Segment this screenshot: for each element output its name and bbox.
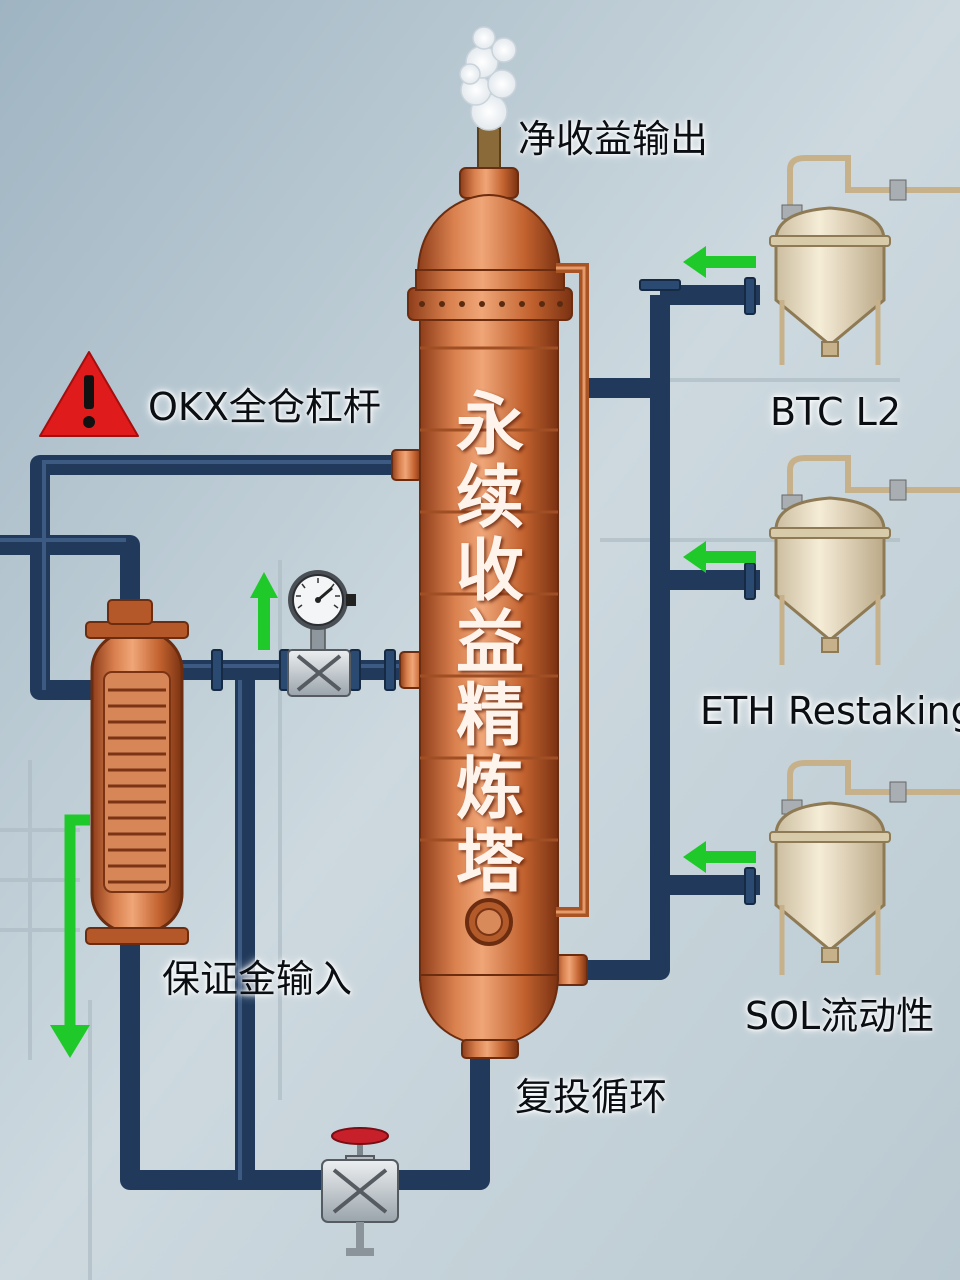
heat-exchanger bbox=[85, 599, 189, 945]
gate-valve-icon bbox=[287, 649, 351, 697]
reinvest-label: 复投循环 bbox=[515, 1075, 668, 1119]
tower-title-char: 炼 bbox=[455, 749, 524, 829]
tank-btc-l2 bbox=[769, 155, 960, 365]
valve-wheel-icon bbox=[321, 1127, 399, 1256]
tower-title-char: 精 bbox=[455, 677, 524, 756]
source-label-btc-l2: BTC L2 bbox=[770, 390, 902, 434]
warning-triangle-icon bbox=[39, 351, 139, 437]
flow-arrow-icon bbox=[250, 246, 756, 873]
source-label-sol-liquidity: SOL流动性 bbox=[745, 994, 935, 1038]
refining-tower bbox=[407, 127, 589, 1059]
input-label: 保证金输入 bbox=[162, 957, 353, 1001]
source-label-eth-restaking: ETH Restaking bbox=[700, 689, 960, 733]
tower-title-char: 收 bbox=[455, 531, 524, 611]
tower-title-char: 塔 bbox=[455, 822, 524, 902]
steam-icon bbox=[459, 26, 517, 131]
tower-title-char: 永 bbox=[455, 386, 524, 465]
tank-eth-restaking bbox=[769, 455, 960, 665]
output-label: 净收益输出 bbox=[518, 117, 709, 161]
tower-title: 永 续 收 益 精 炼 塔 bbox=[445, 386, 535, 902]
tower-title-char: 续 bbox=[455, 458, 524, 538]
tank-sol-liquidity bbox=[769, 760, 960, 975]
warning-label: OKX全仓杠杆 bbox=[148, 385, 381, 429]
flow-arrow-down-icon bbox=[50, 814, 90, 1058]
pressure-gauge-icon bbox=[288, 570, 356, 653]
tower-title-char: 益 bbox=[455, 604, 524, 684]
